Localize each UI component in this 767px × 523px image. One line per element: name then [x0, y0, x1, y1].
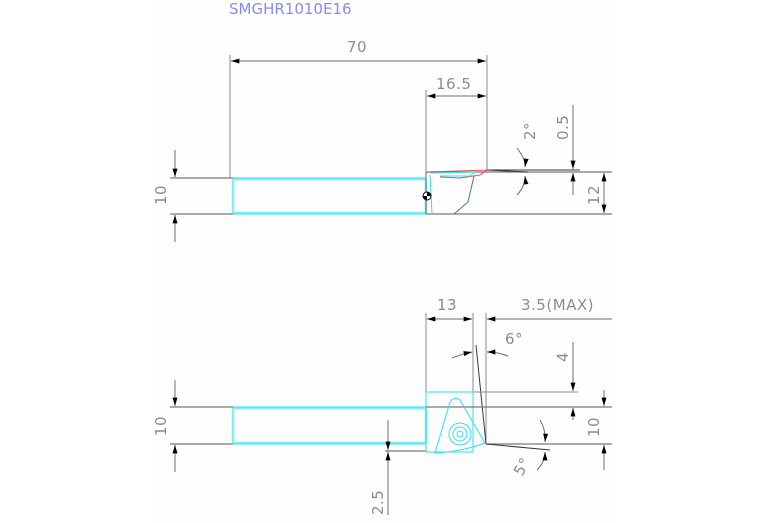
dim-head-height-bottom: 10 — [585, 417, 603, 437]
dim-angle-top: 2° — [521, 122, 539, 140]
bottom-view: 13 3.5(MAX) 6° 4 10 — [152, 296, 612, 515]
dim-shank-height-top: 10 — [152, 185, 170, 205]
part-number-title: SMGHR1010E16 — [229, 0, 352, 18]
dim-head-height-top: 12 — [585, 185, 603, 205]
dim-head-length-bottom: 13 — [437, 296, 457, 314]
drawing-sheet — [152, 0, 614, 523]
dim-relief-angle: 6° — [505, 330, 523, 348]
insert-triangle — [434, 397, 486, 454]
dim-max-depth: 3.5(MAX) — [521, 296, 594, 314]
dim-head-length: 16.5 — [436, 75, 471, 93]
dim-offset: 0.5 — [554, 115, 572, 140]
top-view: 70 16.5 10 2° 0.5 — [152, 38, 612, 242]
dim-overall-length: 70 — [347, 38, 367, 56]
dim-step: 2.5 — [369, 490, 387, 515]
dim-clearance-angle: 5° — [510, 454, 535, 479]
dim-shank-height-bottom: 10 — [152, 416, 170, 436]
dim-insert-height: 4 — [554, 352, 572, 362]
